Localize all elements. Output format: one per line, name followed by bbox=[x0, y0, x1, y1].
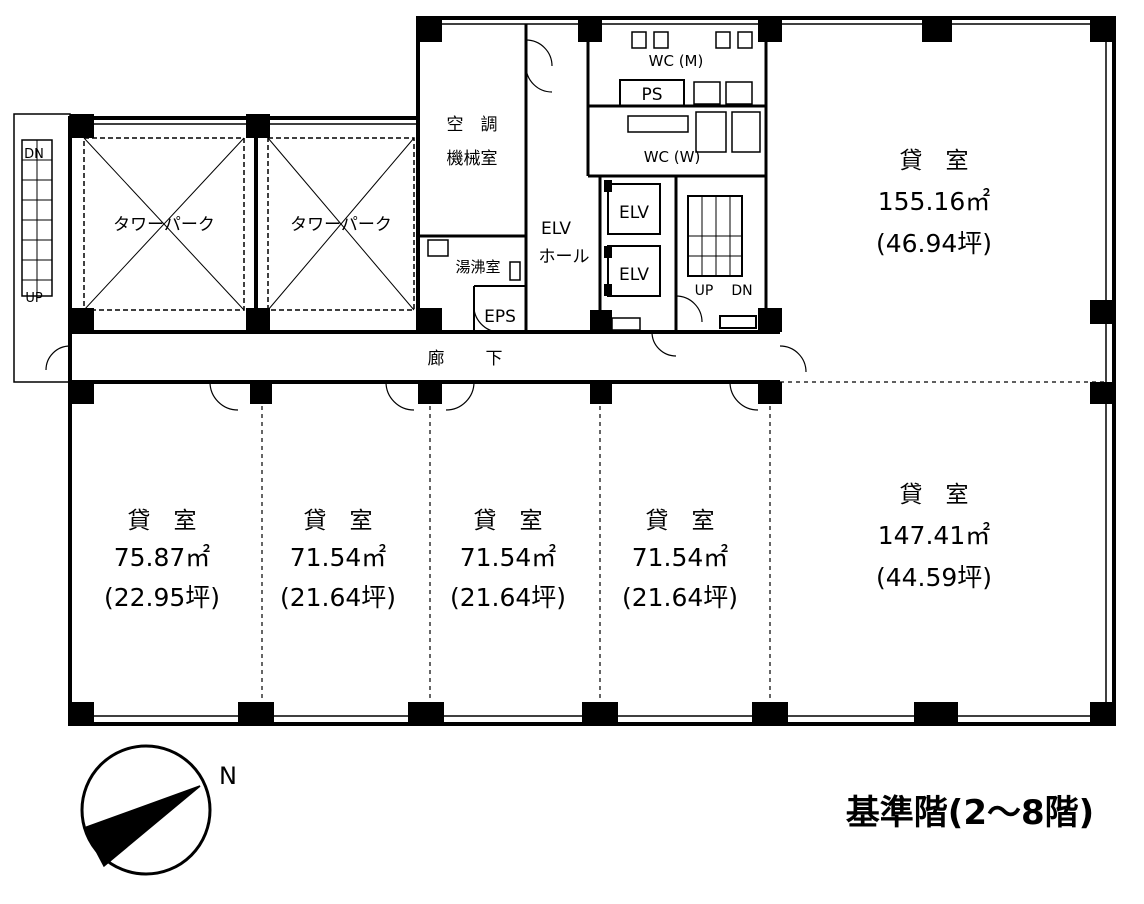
core-stair-dn-label: DN bbox=[731, 283, 752, 299]
unit-4-label: 貸 室 bbox=[646, 508, 715, 534]
unit-3-label: 貸 室 bbox=[474, 508, 543, 534]
elv-hall-label-2: ホール bbox=[539, 247, 590, 267]
elevator-1-label: ELV bbox=[619, 203, 649, 223]
unit-1-label: 貸 室 bbox=[128, 508, 197, 534]
unit-3-area-m2: 71.54㎡ bbox=[460, 543, 557, 572]
unit-6-area-tsubo: (46.94坪) bbox=[876, 229, 992, 258]
columns bbox=[70, 18, 1114, 726]
tower-park-1-label: タワーパーク bbox=[113, 215, 215, 235]
unit-5-label: 貸 室 bbox=[900, 482, 969, 508]
core-stair-up-label: UP bbox=[695, 283, 714, 299]
unit-6-label: 貸 室 bbox=[900, 148, 969, 174]
left-stair-up-label: UP bbox=[25, 291, 43, 306]
compass-needle-tip bbox=[82, 785, 201, 868]
unit-6-area-m2: 155.16㎡ bbox=[878, 187, 990, 216]
unit-5-area-m2: 147.41㎡ bbox=[878, 521, 990, 550]
unit-partitions bbox=[261, 381, 1106, 712]
corridor-walls bbox=[70, 330, 780, 384]
corridor-label-1: 廊 bbox=[428, 349, 445, 369]
tower-park-2-label: タワーパーク bbox=[290, 215, 392, 235]
eps-label: EPS bbox=[484, 307, 516, 327]
room-labels: タワーパーク タワーパーク 空 調 機械室 湯沸室 EPS ELV ホール EL… bbox=[24, 52, 753, 369]
kitchenette-label: 湯沸室 bbox=[455, 258, 500, 276]
elv-hall-label-1: ELV bbox=[541, 219, 571, 239]
unit-2-area-tsubo: (21.64坪) bbox=[280, 583, 396, 612]
wc-men-label: WC (M) bbox=[649, 52, 704, 70]
left-stair bbox=[13, 113, 71, 383]
rental-unit-labels: 貸 室 75.87㎡ (22.95坪) 貸 室 71.54㎡ (21.64坪) … bbox=[104, 148, 992, 612]
unit-4-area-tsubo: (21.64坪) bbox=[622, 583, 738, 612]
north-compass: N bbox=[80, 744, 237, 876]
unit-4-area-m2: 71.54㎡ bbox=[632, 543, 729, 572]
doors bbox=[45, 39, 807, 411]
outer-walls bbox=[68, 16, 1116, 726]
compass-needle-icon bbox=[84, 786, 200, 866]
elevator-2-label: ELV bbox=[619, 265, 649, 285]
left-stair-dn-label: DN bbox=[24, 147, 44, 162]
unit-2-label: 貸 室 bbox=[304, 508, 373, 534]
compass-circle bbox=[80, 744, 212, 876]
unit-2-area-m2: 71.54㎡ bbox=[290, 543, 387, 572]
hvac-room-label-1: 空 調 bbox=[447, 115, 498, 135]
interior-walls bbox=[254, 24, 768, 332]
hvac-room-label-2: 機械室 bbox=[447, 149, 498, 169]
floor-title: 基準階(2〜8階) bbox=[846, 793, 1094, 833]
tower-parks bbox=[83, 137, 415, 311]
unit-5-area-tsubo: (44.59坪) bbox=[876, 563, 992, 592]
unit-1-area-tsubo: (22.95坪) bbox=[104, 583, 220, 612]
unit-3-area-tsubo: (21.64坪) bbox=[450, 583, 566, 612]
wc-women-label: WC (W) bbox=[644, 148, 701, 166]
corridor-label-2: 下 bbox=[486, 349, 503, 369]
ps-label: PS bbox=[641, 85, 662, 105]
unit-1-area-m2: 75.87㎡ bbox=[114, 543, 211, 572]
compass-north-label: N bbox=[219, 762, 237, 790]
